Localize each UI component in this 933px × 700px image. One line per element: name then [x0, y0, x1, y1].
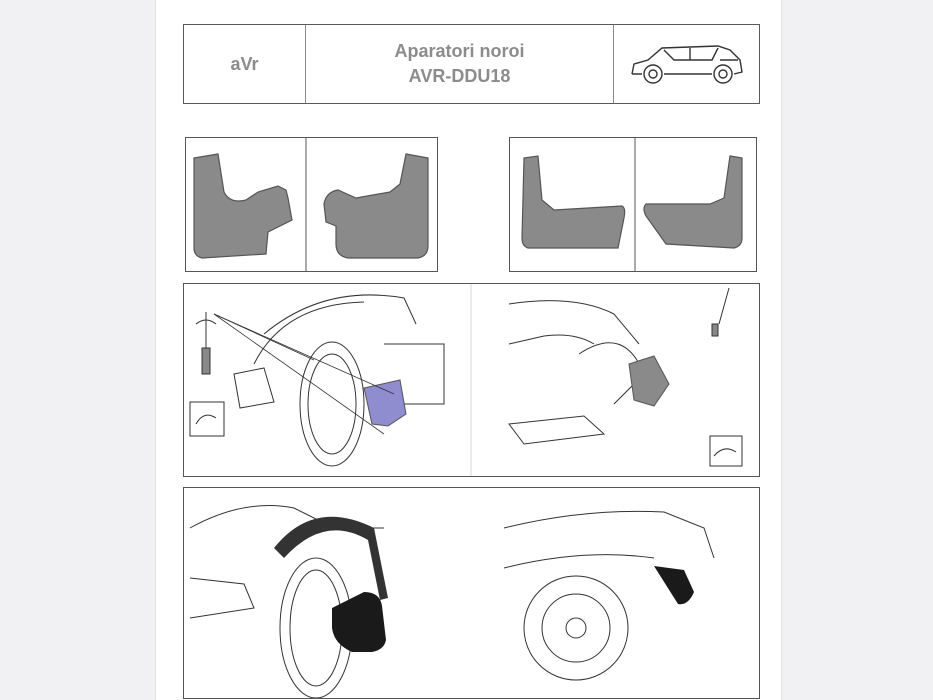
front-install-mudflap-highlight: [363, 379, 407, 427]
front-result-mudflap: [332, 592, 386, 652]
rear-install-diagram: [508, 300, 645, 445]
product-code: AVR-DDU18: [408, 66, 511, 86]
document-sheet: aVr Aparatori noroi AVR-DDU18: [155, 0, 782, 700]
rear-result-mudflap: [654, 566, 694, 605]
front-install-diagram: [233, 294, 445, 467]
car-cell: [614, 25, 759, 103]
suv-side-view-icon: [630, 45, 743, 84]
rotation-arrow-icon: [195, 319, 217, 325]
hand-tighten-icon: [189, 401, 225, 437]
rear-result-view: [503, 510, 715, 681]
header-table: aVr Aparatori noroi AVR-DDU18: [183, 24, 760, 104]
result-views-panel: [183, 487, 760, 699]
product-title: Aparatori noroi: [394, 41, 525, 61]
rear-left-mudflap-image: [521, 155, 626, 249]
rear-install-mudflap-highlight: [628, 355, 670, 407]
rear-right-mudflap-image: [643, 155, 743, 249]
screwdriver-icon: [201, 312, 211, 375]
installation-diagrams-panel: [183, 283, 760, 477]
front-mudflaps-photo-panel: [185, 137, 438, 272]
rear-mudflaps-photo-panel: [509, 137, 757, 272]
wheel-arch-trim: [274, 516, 388, 600]
brand-cell: aVr: [184, 25, 306, 103]
screwdriver-icon-rear: [711, 287, 730, 337]
title-cell: Aparatori noroi AVR-DDU18: [306, 25, 614, 103]
hand-tighten-icon-rear: [709, 435, 743, 467]
brand-logo-text: aVr: [230, 53, 259, 74]
front-right-mudflap-image: [323, 153, 429, 259]
front-left-mudflap-image: [193, 153, 293, 259]
